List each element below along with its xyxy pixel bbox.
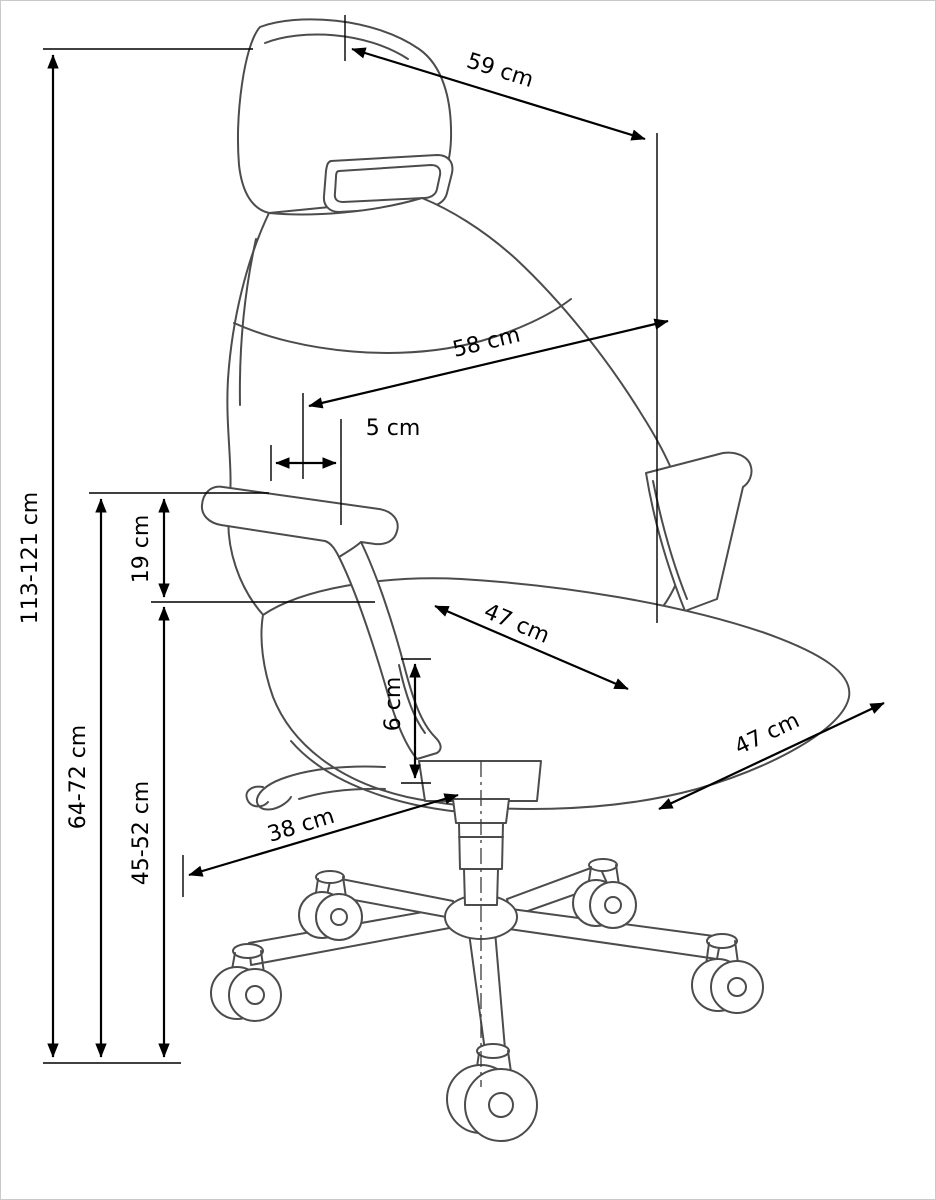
caster-left [210, 943, 282, 1022]
seat [260, 577, 851, 814]
dim-line-base-span [188, 793, 459, 877]
caster-front [446, 1043, 538, 1142]
label-armrest-height: 64-72 cm [66, 725, 91, 829]
label-seat-thickness: 6 cm [381, 677, 406, 732]
dimension-lines [47, 47, 885, 1058]
label-seat-height: 45-52 cm [129, 781, 154, 885]
caster-right [691, 933, 764, 1014]
dim-line-backrest-width [308, 318, 669, 409]
caster-upper-right [572, 858, 637, 929]
label-armrest-above-seat: 19 cm [129, 515, 154, 584]
base-legs [248, 864, 722, 1052]
dim-line-top-width [351, 47, 646, 141]
dim-line-seat-width [434, 604, 629, 691]
label-overall-height: 113-121 cm [18, 492, 43, 624]
label-armrest-inset: 5 cm [366, 416, 421, 441]
armrest-right [645, 451, 753, 612]
dim-line-seat-depth [658, 702, 885, 810]
chair-drawing [200, 18, 851, 1142]
gas-lift [452, 761, 510, 1087]
